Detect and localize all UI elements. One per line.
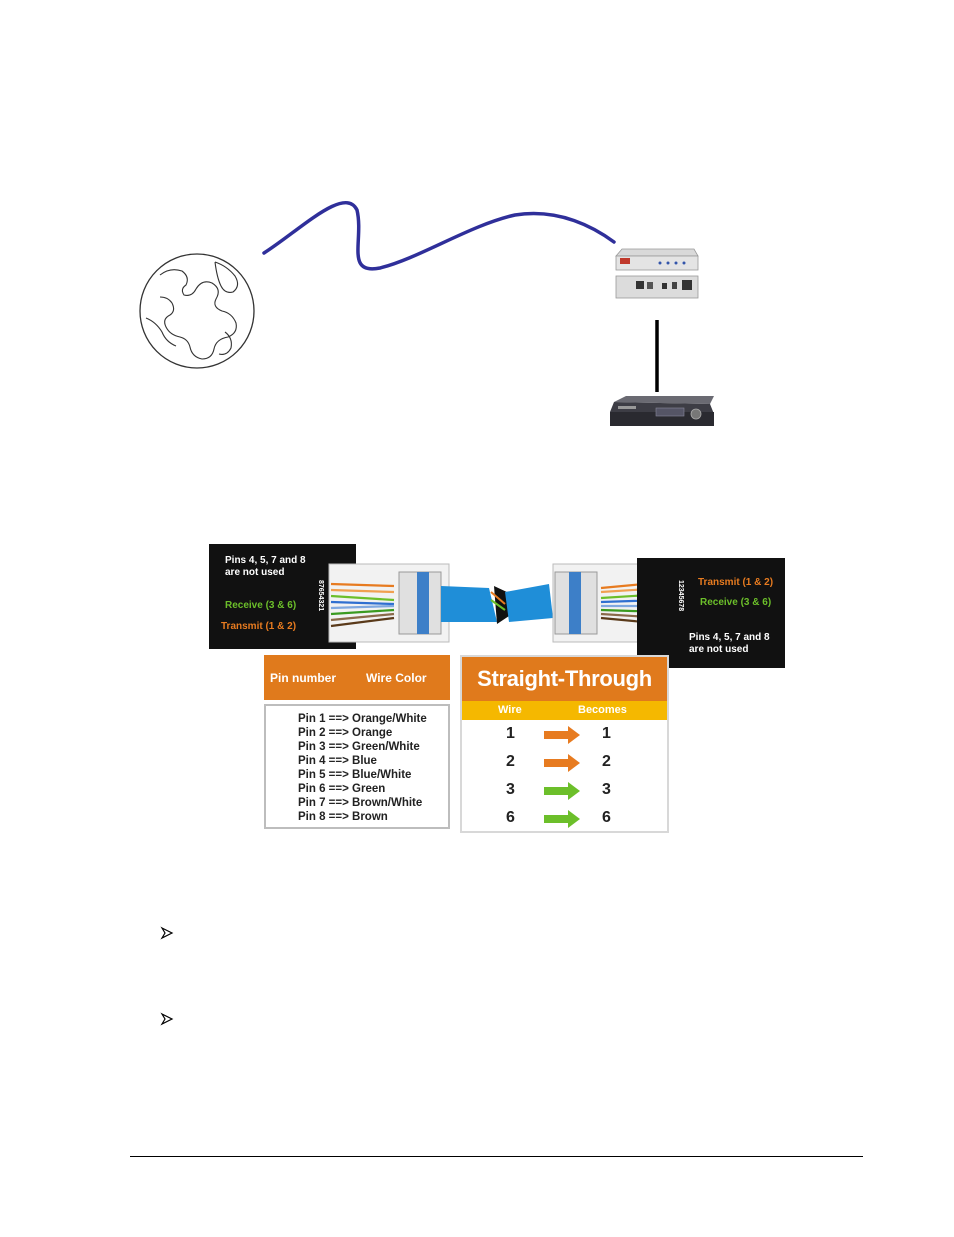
becomes-number: 2 — [602, 753, 611, 770]
internet-cable — [262, 201, 616, 271]
right-not-used-line2: are not used — [689, 644, 748, 655]
pin-row: Pin 7 ==> Brown/White — [298, 797, 423, 809]
becomes-header: Becomes — [578, 704, 627, 716]
left-not-used-line2: are not used — [225, 567, 284, 578]
wire-header: Wire — [498, 704, 522, 716]
becomes-number: 3 — [602, 781, 611, 798]
network-diagram — [139, 201, 714, 426]
left-not-used-line1: Pins 4, 5, 7 and 8 — [225, 555, 306, 566]
arrow-right-icon — [544, 782, 580, 800]
wire-number: 2 — [506, 753, 515, 770]
wire-number: 1 — [506, 725, 515, 742]
router-icon — [615, 248, 699, 299]
pin-row: Pin 3 ==> Green/White — [298, 741, 420, 753]
pin-number-header: Pin number — [270, 670, 337, 685]
pin-row: Pin 5 ==> Blue/White — [298, 769, 412, 781]
pin-row: Pin 8 ==> Brown — [298, 811, 388, 823]
mapping-row: 6 6 — [462, 804, 667, 832]
rj45-cable-diagram: Pins 4, 5, 7 and 8 are not used Receive … — [209, 544, 785, 668]
wire-number: 3 — [506, 781, 515, 798]
left-receive-label: Receive (3 & 6) — [225, 600, 296, 611]
pin-row: Pin 2 ==> Orange — [298, 727, 393, 739]
right-pin-digits: 12345678 — [677, 580, 684, 611]
mapping-row: 1 1 — [462, 720, 667, 748]
mapping-row: 2 2 — [462, 748, 667, 776]
left-wire-bundle — [330, 582, 395, 628]
arrow-right-icon — [544, 810, 580, 828]
straight-through-title: Straight-Through — [462, 657, 667, 701]
pin-color-table: Pin number Wire Color Pin 1 ==> Orange/W… — [264, 655, 450, 833]
arrow-right-icon — [544, 754, 580, 772]
arrowhead-bullet-icon — [160, 926, 174, 940]
right-not-used-line1: Pins 4, 5, 7 and 8 — [689, 632, 770, 643]
arrow-right-icon — [544, 726, 580, 744]
arrowhead-bullet-icon — [160, 1012, 174, 1026]
left-pin-digits: 87654321 — [317, 580, 324, 611]
dvr-icon — [610, 396, 714, 426]
right-transmit-label: Transmit (1 & 2) — [698, 577, 773, 588]
wire-color-header: Wire Color — [366, 670, 427, 685]
becomes-number: 6 — [602, 809, 611, 826]
mapping-row: 3 3 — [462, 776, 667, 804]
straight-through-subheader: Wire Becomes — [462, 701, 667, 720]
pin-row: Pin 1 ==> Orange/White — [298, 713, 427, 725]
footer-rule — [130, 1156, 863, 1157]
straight-through-table: Straight-Through Wire Becomes 1 1 2 2 3 … — [460, 655, 669, 833]
right-receive-label: Receive (3 & 6) — [700, 597, 771, 608]
left-transmit-label: Transmit (1 & 2) — [221, 621, 296, 632]
pin-table-body: Pin 1 ==> Orange/White Pin 2 ==> Orange … — [264, 704, 450, 829]
pin-row: Pin 4 ==> Blue — [298, 755, 377, 767]
pin-row: Pin 6 ==> Green — [298, 783, 386, 795]
wire-number: 6 — [506, 809, 515, 826]
globe-icon — [139, 253, 255, 369]
becomes-number: 1 — [602, 725, 611, 742]
pin-table-header: Pin number Wire Color — [264, 655, 450, 700]
right-label-panel — [637, 558, 785, 668]
